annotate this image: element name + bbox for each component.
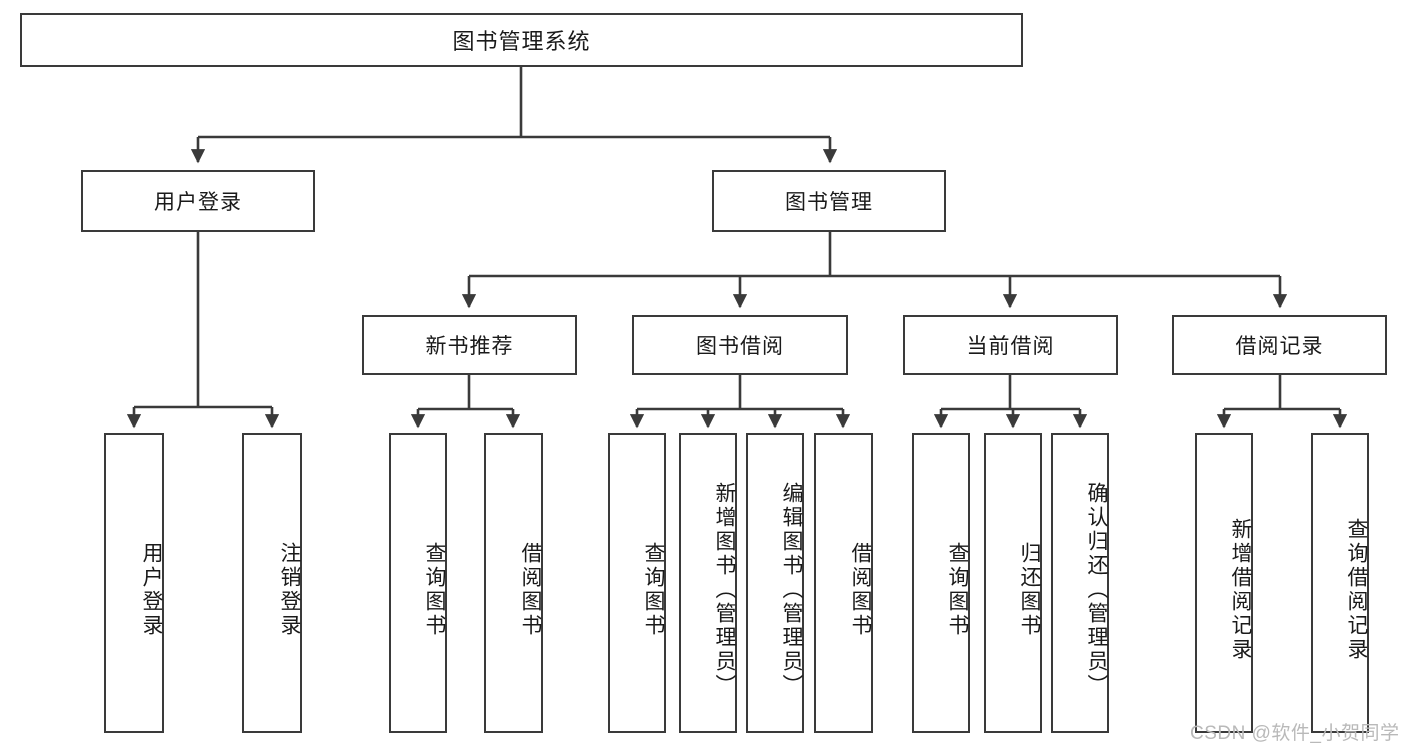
node-label: 确认归还（管理员） [1085,482,1108,698]
node-leaf-add-record[interactable]: 新增借阅记录 [1195,433,1253,733]
node-label: 图书管理 [785,191,873,214]
node-book-borrow[interactable]: 图书借阅 [632,315,848,375]
node-label: 新增借阅记录 [1229,518,1252,662]
node-label: 新增图书（管理员） [713,482,736,698]
node-label: 查询图书 [423,542,446,638]
node-borrow-record[interactable]: 借阅记录 [1172,315,1387,375]
node-leaf-edit-book[interactable]: 编辑图书（管理员） [746,433,804,733]
node-leaf-confirm-return[interactable]: 确认归还（管理员） [1051,433,1109,733]
node-label: 归还图书 [1018,542,1041,638]
node-label: 图书借阅 [696,335,784,358]
node-label: 用户登录 [154,191,242,214]
node-current-borrow[interactable]: 当前借阅 [903,315,1118,375]
node-root[interactable]: 图书管理系统 [20,13,1023,67]
node-label: 查询图书 [642,542,665,638]
node-leaf-query-book-1[interactable]: 查询图书 [389,433,447,733]
node-leaf-return-book[interactable]: 归还图书 [984,433,1042,733]
node-label: 编辑图书（管理员） [780,482,803,698]
node-label: 图书管理系统 [452,29,591,54]
node-label: 注销登录 [278,542,301,638]
node-new-book-recommend[interactable]: 新书推荐 [362,315,577,375]
node-label: 借阅图书 [849,542,872,638]
node-label: 当前借阅 [966,335,1055,358]
node-label: 查询借阅记录 [1345,518,1368,662]
node-leaf-user-login[interactable]: 用户登录 [104,433,164,733]
node-book-management[interactable]: 图书管理 [712,170,946,232]
node-leaf-user-logout[interactable]: 注销登录 [242,433,302,733]
node-user-login[interactable]: 用户登录 [81,170,315,232]
node-leaf-add-book[interactable]: 新增图书（管理员） [679,433,737,733]
node-label: 用户登录 [140,542,163,638]
node-leaf-borrow-book-1[interactable]: 借阅图书 [484,433,543,733]
node-leaf-query-book-3[interactable]: 查询图书 [912,433,970,733]
node-leaf-query-book-2[interactable]: 查询图书 [608,433,666,733]
node-leaf-borrow-book-2[interactable]: 借阅图书 [814,433,873,733]
node-label: 借阅图书 [519,542,542,638]
node-leaf-query-record[interactable]: 查询借阅记录 [1311,433,1369,733]
watermark: CSDN @软件_小贺同学 [1190,723,1400,744]
node-label: 新书推荐 [425,335,514,358]
node-label: 借阅记录 [1235,335,1324,358]
node-label: 查询图书 [946,542,969,638]
